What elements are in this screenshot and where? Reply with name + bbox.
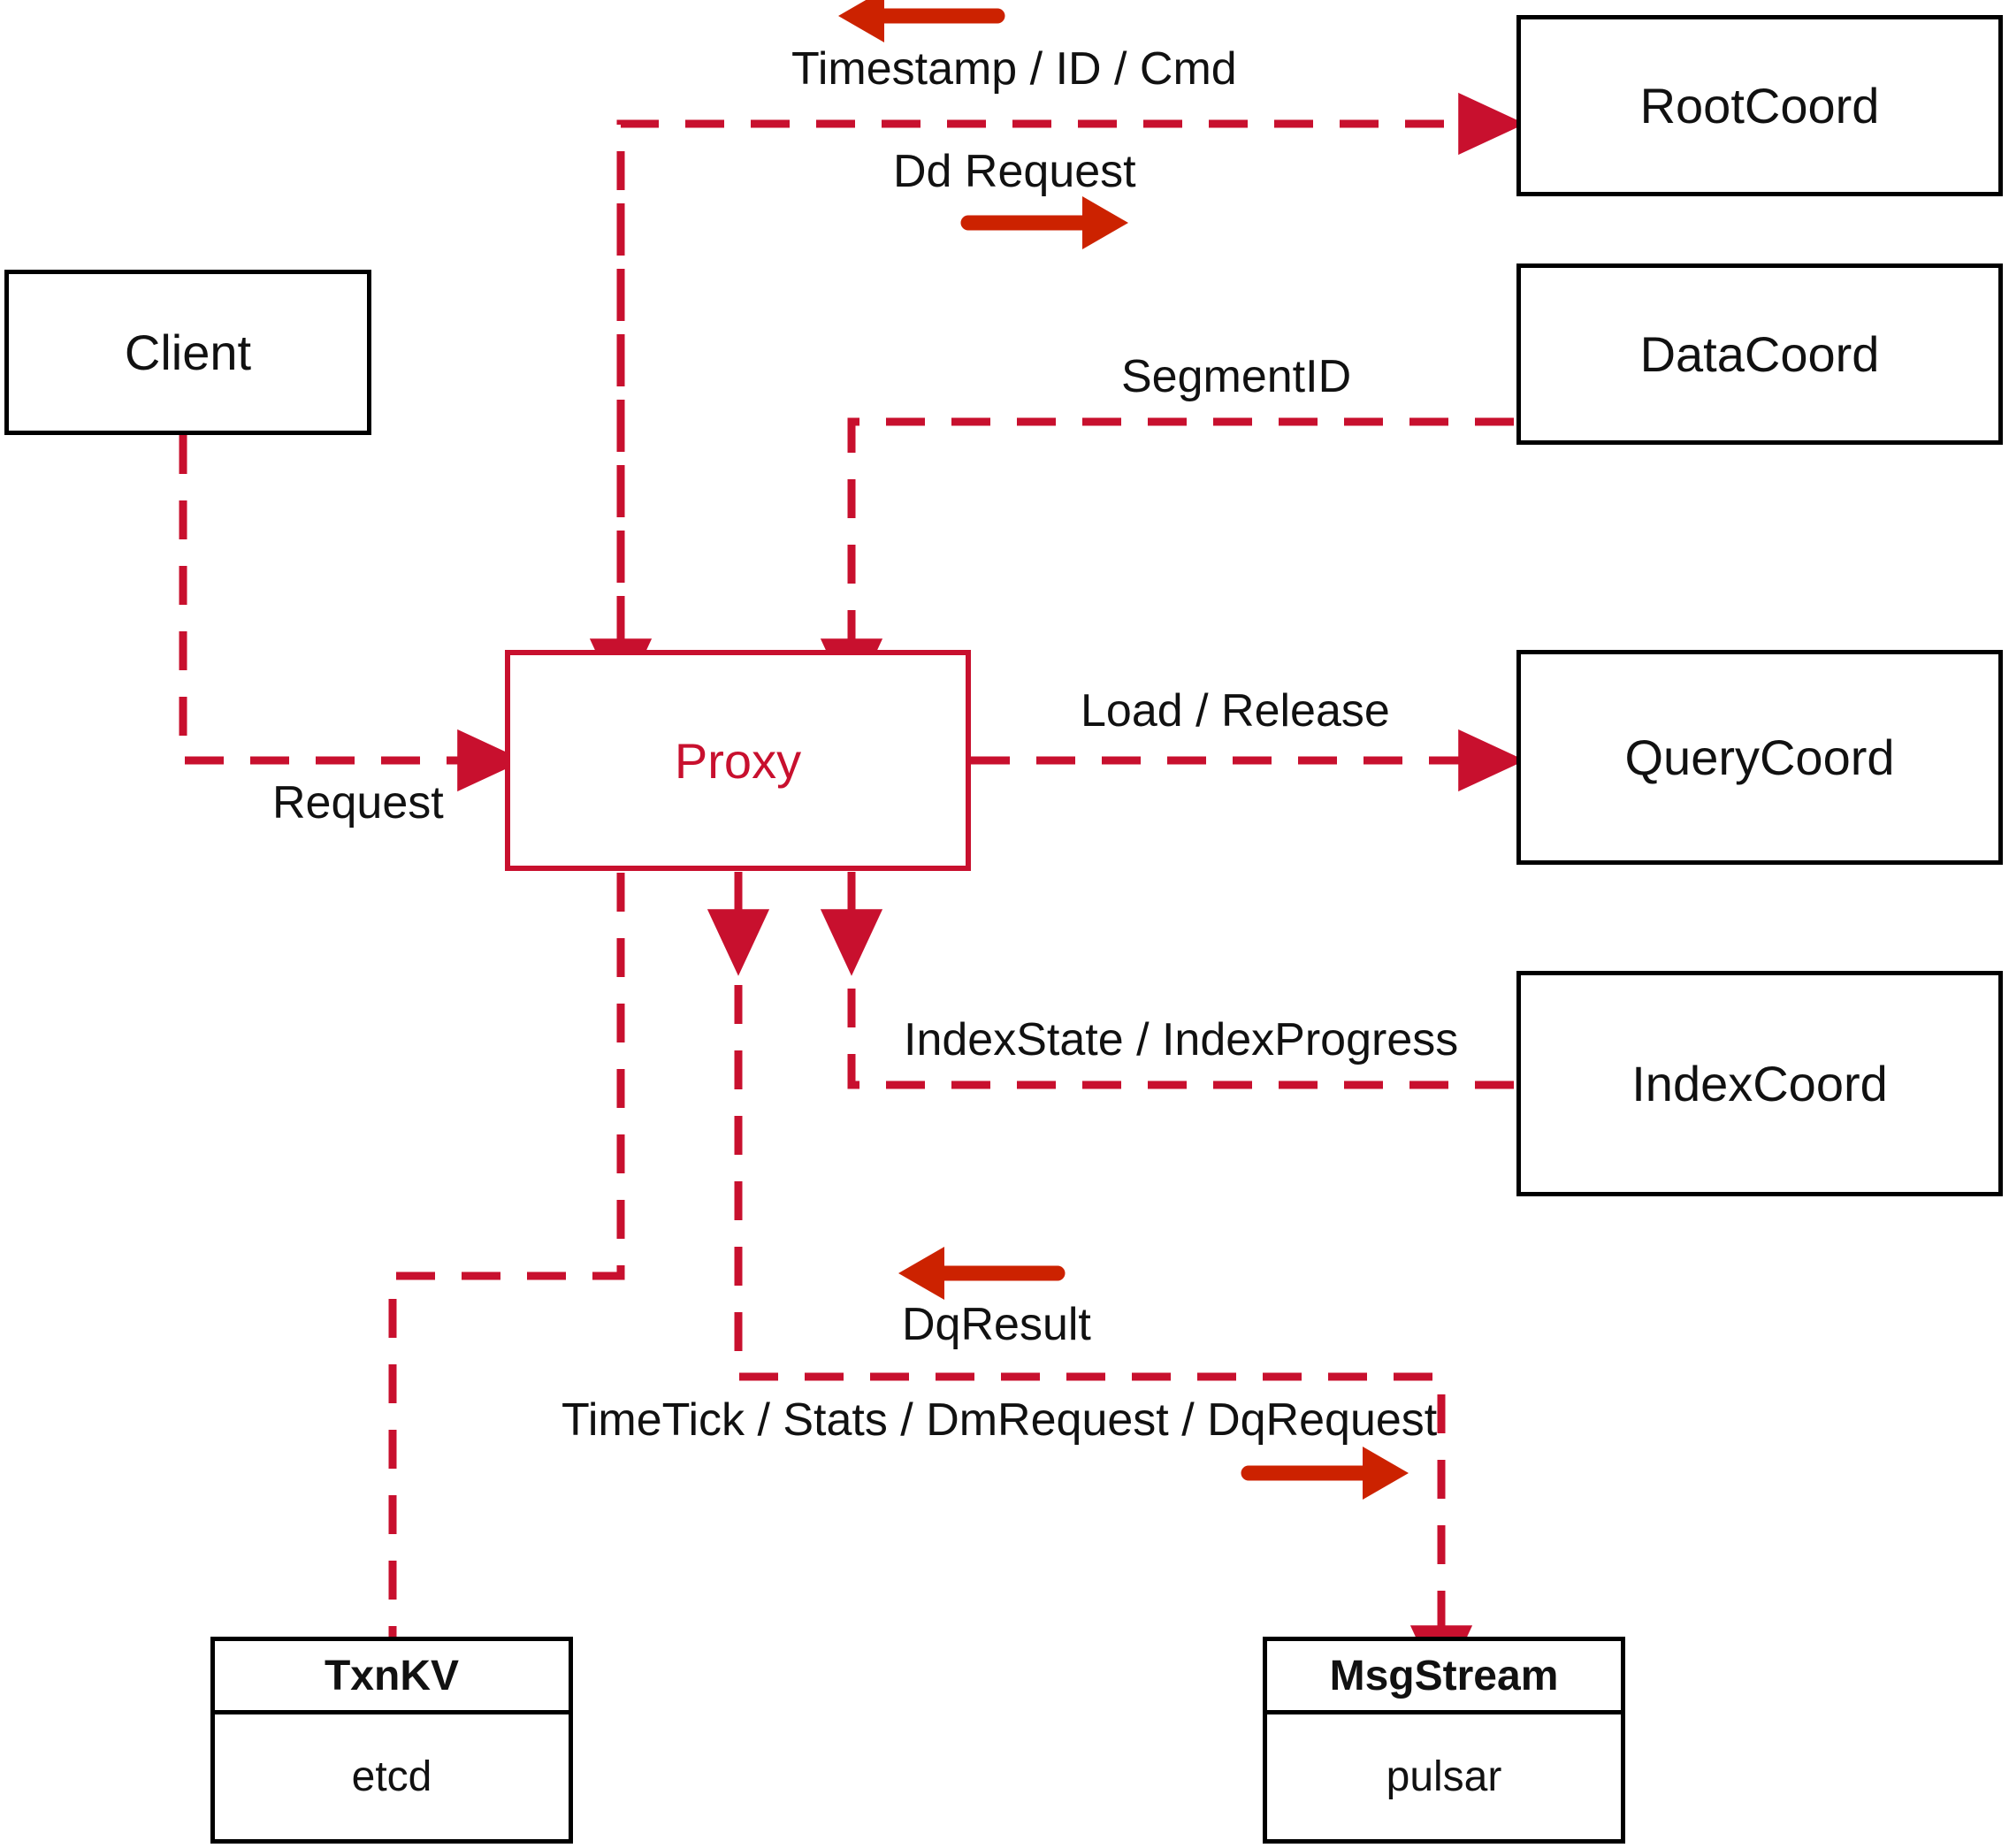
edge-label-request: Request [272, 777, 444, 829]
edge-label-timetick-stats: TimeTick / Stats / DmRequest / DqRequest [561, 1394, 1438, 1446]
timetick-direction-arrow [1241, 1447, 1409, 1500]
node-client-label: Client [124, 325, 252, 380]
edge-datacoord-proxy [820, 417, 1514, 706]
node-proxy-label: Proxy [674, 732, 802, 789]
node-rootcoord-label: RootCoord [1639, 78, 1880, 134]
node-indexcoord-label: IndexCoord [1631, 1056, 1888, 1111]
edge-label-dq-result: DqResult [902, 1299, 1091, 1350]
edge-label-dd-request: Dd Request [893, 146, 1136, 197]
node-txnkv-body: etcd [351, 1753, 432, 1800]
timestamp-direction-arrow [838, 0, 1005, 42]
edge-indexcoord-proxy [820, 872, 1514, 1089]
edge-label-timestamp-id-cmd: Timestamp / ID / Cmd [791, 43, 1237, 95]
dqresult-direction-arrow [898, 1247, 1066, 1300]
node-querycoord[interactable]: QueryCoord [1516, 650, 2003, 865]
node-msgstream-header: MsgStream [1267, 1641, 1621, 1714]
edge-label-load-release: Load / Release [1081, 685, 1390, 737]
node-indexcoord[interactable]: IndexCoord [1516, 971, 2003, 1196]
node-datacoord-label: DataCoord [1639, 326, 1880, 382]
node-querycoord-label: QueryCoord [1624, 729, 1895, 785]
node-datacoord[interactable]: DataCoord [1516, 263, 2003, 445]
node-msgstream-body: pulsar [1386, 1753, 1502, 1800]
node-proxy[interactable]: Proxy [505, 650, 971, 871]
edge-client-proxy [179, 435, 524, 792]
node-client[interactable]: Client [4, 270, 371, 435]
node-txnkv-header: TxnKV [215, 1641, 569, 1714]
edge-label-segment-id: SegmentID [1121, 351, 1352, 402]
node-txnkv[interactable]: TxnKV etcd [210, 1637, 573, 1844]
edge-proxy-msgstream [707, 872, 1473, 1692]
edge-proxy-rootcoord [589, 92, 1525, 706]
edge-proxy-txnkv [388, 873, 625, 1637]
node-rootcoord[interactable]: RootCoord [1516, 15, 2003, 196]
edge-label-index-state-progress: IndexState / IndexProgress [904, 1014, 1459, 1065]
dd-request-direction-arrow [960, 196, 1128, 249]
node-msgstream[interactable]: MsgStream pulsar [1263, 1637, 1625, 1844]
